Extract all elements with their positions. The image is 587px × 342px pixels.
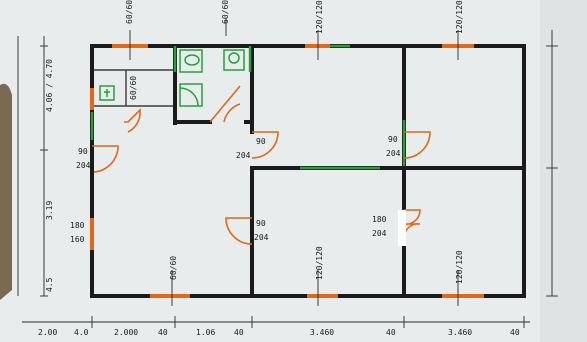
dim-label: 40	[234, 328, 244, 337]
window-label: 120/120	[455, 250, 464, 284]
window-labels: 60/60 60/60 120/120 120/120 60/60 120/12…	[125, 0, 464, 284]
door-hall-1	[251, 131, 279, 159]
door-double	[403, 209, 421, 239]
left-dimension-labels: 4.06 / 4.70 3.19 4.5	[45, 59, 54, 292]
bottom-dimension-labels: 2.00 4.0 2.000 40 1.06 40 3.460 40 3.460…	[38, 328, 520, 337]
door-label-bottom: 204	[76, 161, 91, 170]
dim-label: 40	[386, 328, 396, 337]
top-dimension-ticks	[129, 18, 459, 306]
door-label-top: 90	[256, 219, 266, 228]
double-door-glass	[398, 210, 406, 246]
dim-label: 2.00	[38, 328, 57, 337]
window-label: 60/60	[125, 0, 134, 24]
door-label-top: 90	[256, 137, 266, 146]
left-dimension-chain	[17, 36, 48, 297]
door-label-bottom: 160	[70, 235, 85, 244]
window-label: 60/60	[129, 76, 138, 100]
door-bath	[124, 108, 141, 133]
dim-label: 40	[510, 328, 520, 337]
right-dimension-chain	[546, 30, 558, 297]
green-wall-segments	[90, 44, 406, 170]
shower-icon	[179, 83, 203, 107]
door-label-bottom: 204	[372, 229, 387, 238]
wc-icon	[179, 49, 203, 73]
window-label: 60/60	[221, 0, 230, 24]
dim-label: 1.06	[196, 328, 215, 337]
bottom-dimension-chain	[22, 316, 530, 328]
dim-label: 3.460	[310, 328, 334, 337]
dim-label: 2.000	[114, 328, 138, 337]
door-label-top: 180	[372, 215, 387, 224]
door-entry	[92, 145, 119, 173]
door-wc	[209, 85, 241, 123]
background-edge	[540, 0, 587, 342]
dim-label: 3.19	[45, 201, 54, 220]
door-label-bottom: 204	[254, 233, 269, 242]
window-label: 120/120	[315, 0, 324, 34]
window-label: 120/120	[455, 0, 464, 34]
dim-label: 4.06 / 4.70	[45, 59, 54, 112]
compass-marker-icon	[99, 85, 115, 101]
window-label: 120/120	[315, 246, 324, 280]
dim-label: 4.5	[45, 277, 54, 292]
doors	[92, 85, 431, 246]
dim-label: 40	[158, 328, 168, 337]
door-hall-2	[225, 217, 253, 245]
windows	[90, 44, 484, 298]
door-label-top: 180	[70, 221, 85, 230]
door-label-bottom: 204	[386, 149, 401, 158]
dim-label: 4.0	[74, 328, 89, 337]
window-label: 60/60	[169, 256, 178, 280]
door-labels: 90 204 90 204 90 204 90 204 180 160 180 …	[70, 135, 401, 244]
door-label-top: 90	[78, 147, 88, 156]
door-room-2	[403, 131, 431, 159]
bathroom-fixtures	[99, 49, 245, 107]
dim-label: 3.460	[448, 328, 472, 337]
door-label-bottom: 204	[236, 151, 251, 160]
sink-icon	[223, 49, 245, 71]
door-label-top: 90	[388, 135, 398, 144]
landscape-fragment	[0, 83, 12, 300]
